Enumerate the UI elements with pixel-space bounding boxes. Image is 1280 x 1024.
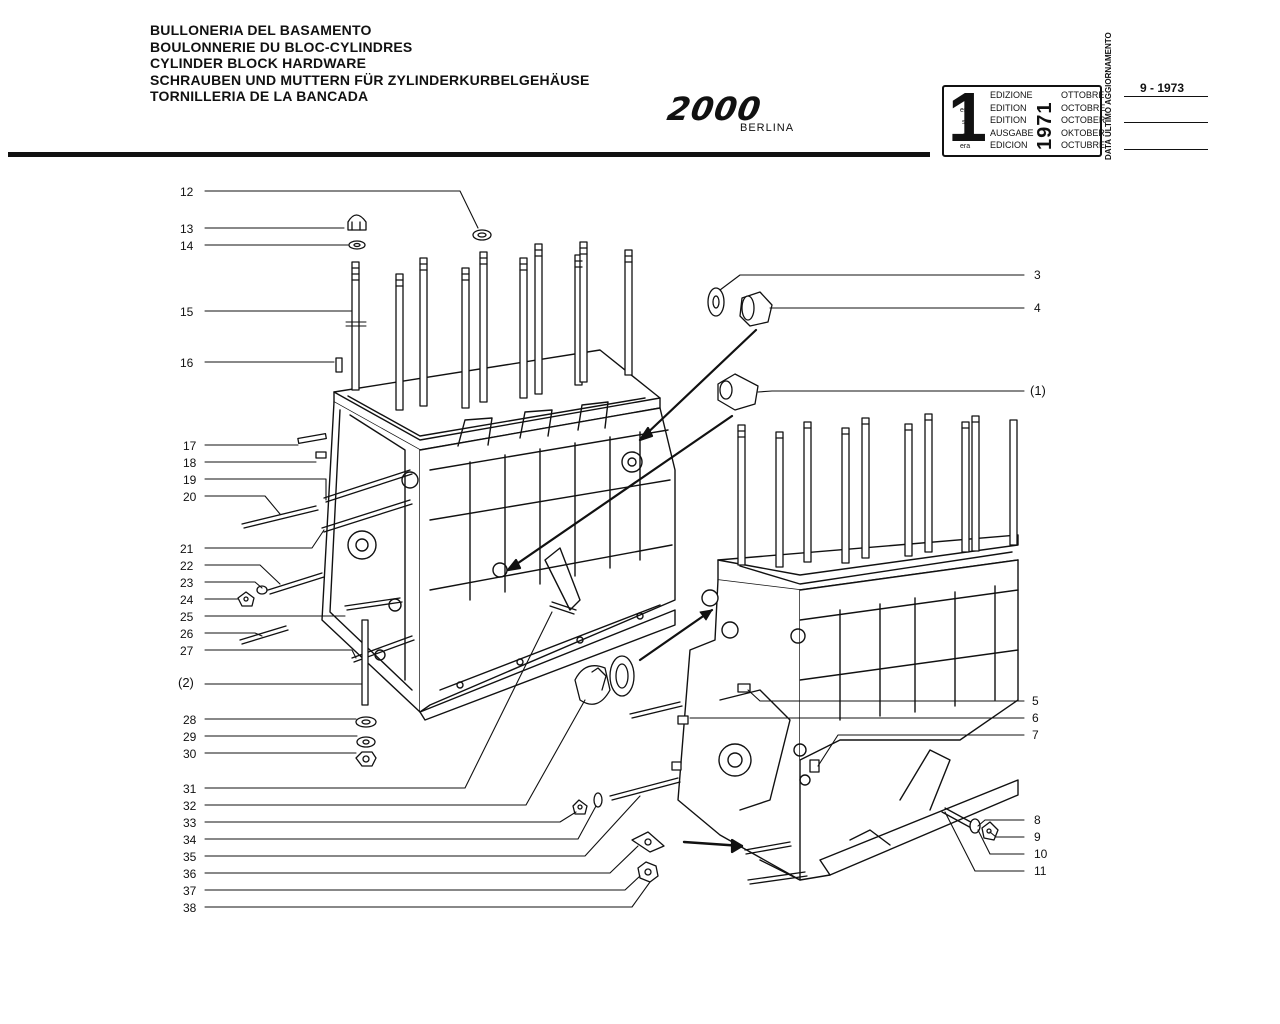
callout-9: 9 — [1034, 830, 1041, 844]
callout-14: 14 — [180, 239, 194, 253]
callout-5: 5 — [1032, 694, 1039, 708]
month-es: OCTUBRE — [1061, 140, 1106, 150]
edition-number: 1 — [948, 78, 987, 156]
right-cylinder-block — [677, 534, 1019, 881]
callout-19: 19 — [183, 473, 197, 487]
left-head-studs — [345, 241, 633, 411]
last-update-value: 9 - 1973 — [1140, 81, 1185, 95]
edition-suffix-es: era — [960, 143, 971, 150]
callout-20: 20 — [183, 490, 197, 504]
edition-word-en: EDITION — [990, 115, 1027, 125]
callout-17: 17 — [183, 439, 197, 453]
callout-11: 11 — [1034, 864, 1047, 878]
callout-12: 12 — [180, 185, 194, 199]
callout-22: 22 — [180, 559, 194, 573]
edition-word-fr: EDITION — [990, 102, 1027, 113]
edition-words: EDIZIONE EDITION EDITION AUSGABE EDICION — [990, 89, 1034, 152]
callout-18: 18 — [183, 456, 197, 470]
callout-33: 33 — [183, 816, 197, 830]
loose-parts — [237, 214, 999, 885]
callout-36: 36 — [183, 867, 197, 881]
title-spanish: TORNILLERIA DE LA BANCADA — [150, 88, 369, 104]
header-rule — [8, 152, 930, 157]
month-en: OCTOBER — [1061, 115, 1106, 125]
edition-word-it: EDIZIONE — [990, 90, 1033, 100]
edition-suffix-de: . — [963, 129, 965, 136]
callout-13: 13 — [180, 222, 194, 236]
callout-7: 7 — [1032, 728, 1039, 742]
right-head-studs — [737, 413, 1018, 568]
callout-38: 38 — [183, 901, 197, 915]
model-variant: BERLINA — [740, 122, 795, 134]
callout-34: 34 — [183, 833, 197, 847]
title-french: BOULONNERIE DU BLOC-CYLINDRES — [150, 38, 413, 55]
callout-21: 21 — [180, 542, 194, 556]
callout-25: 25 — [180, 610, 194, 624]
callout-27: 27 — [180, 644, 194, 658]
callout-10: 10 — [1034, 847, 1048, 861]
callout-23: 23 — [180, 576, 194, 590]
callout-26: 26 — [180, 627, 194, 641]
edition-word-de: AUSGABE — [990, 127, 1034, 138]
callout-24: 24 — [180, 593, 194, 607]
update-line-1 — [1124, 96, 1208, 97]
callout-28: 28 — [183, 713, 197, 727]
title-block: BULLONERIA DEL BASAMENTO BOULONNERIE DU … — [150, 22, 590, 105]
callout-3: 3 — [1034, 268, 1041, 282]
edition-months: OTTOBRE OCTOBRE OCTOBER OKTOBER OCTUBRE — [1061, 89, 1105, 152]
update-line-2 — [1124, 122, 1208, 123]
callout-37: 37 — [183, 884, 197, 898]
callout-30: 30 — [183, 747, 197, 761]
callout-4: 4 — [1034, 301, 1041, 315]
edition-suffix-fr: ere — [960, 107, 971, 114]
callout-1-ref: (1) — [1030, 383, 1046, 398]
edition-suffix-it: a — [963, 95, 967, 102]
direction-arrows — [506, 328, 758, 854]
callout-32: 32 — [183, 799, 197, 813]
month-de: OKTOBER — [1061, 127, 1105, 138]
edition-suffix-en: st — [962, 119, 968, 126]
title-italian: BULLONERIA DEL BASAMENTO — [150, 22, 372, 38]
callout-15: 15 — [180, 305, 194, 319]
callout-35: 35 — [183, 850, 197, 864]
edition-word-es: EDICION — [990, 140, 1028, 150]
callout-29: 29 — [183, 730, 197, 744]
callout-2-ref: (2) — [178, 675, 194, 690]
edition-box — [942, 85, 1102, 157]
callout-leader-lines — [204, 190, 1025, 908]
callout-8: 8 — [1034, 813, 1041, 827]
callout-31: 31 — [183, 782, 197, 796]
month-fr: OCTOBRE — [1061, 102, 1106, 113]
callout-6: 6 — [1032, 711, 1039, 725]
title-english: CYLINDER BLOCK HARDWARE — [150, 55, 367, 71]
update-line-3 — [1124, 149, 1208, 150]
callout-16: 16 — [180, 356, 194, 370]
title-german: SCHRAUBEN UND MUTTERN FÜR ZYLINDERKURBEL… — [150, 71, 590, 88]
month-it: OTTOBRE — [1061, 90, 1105, 100]
